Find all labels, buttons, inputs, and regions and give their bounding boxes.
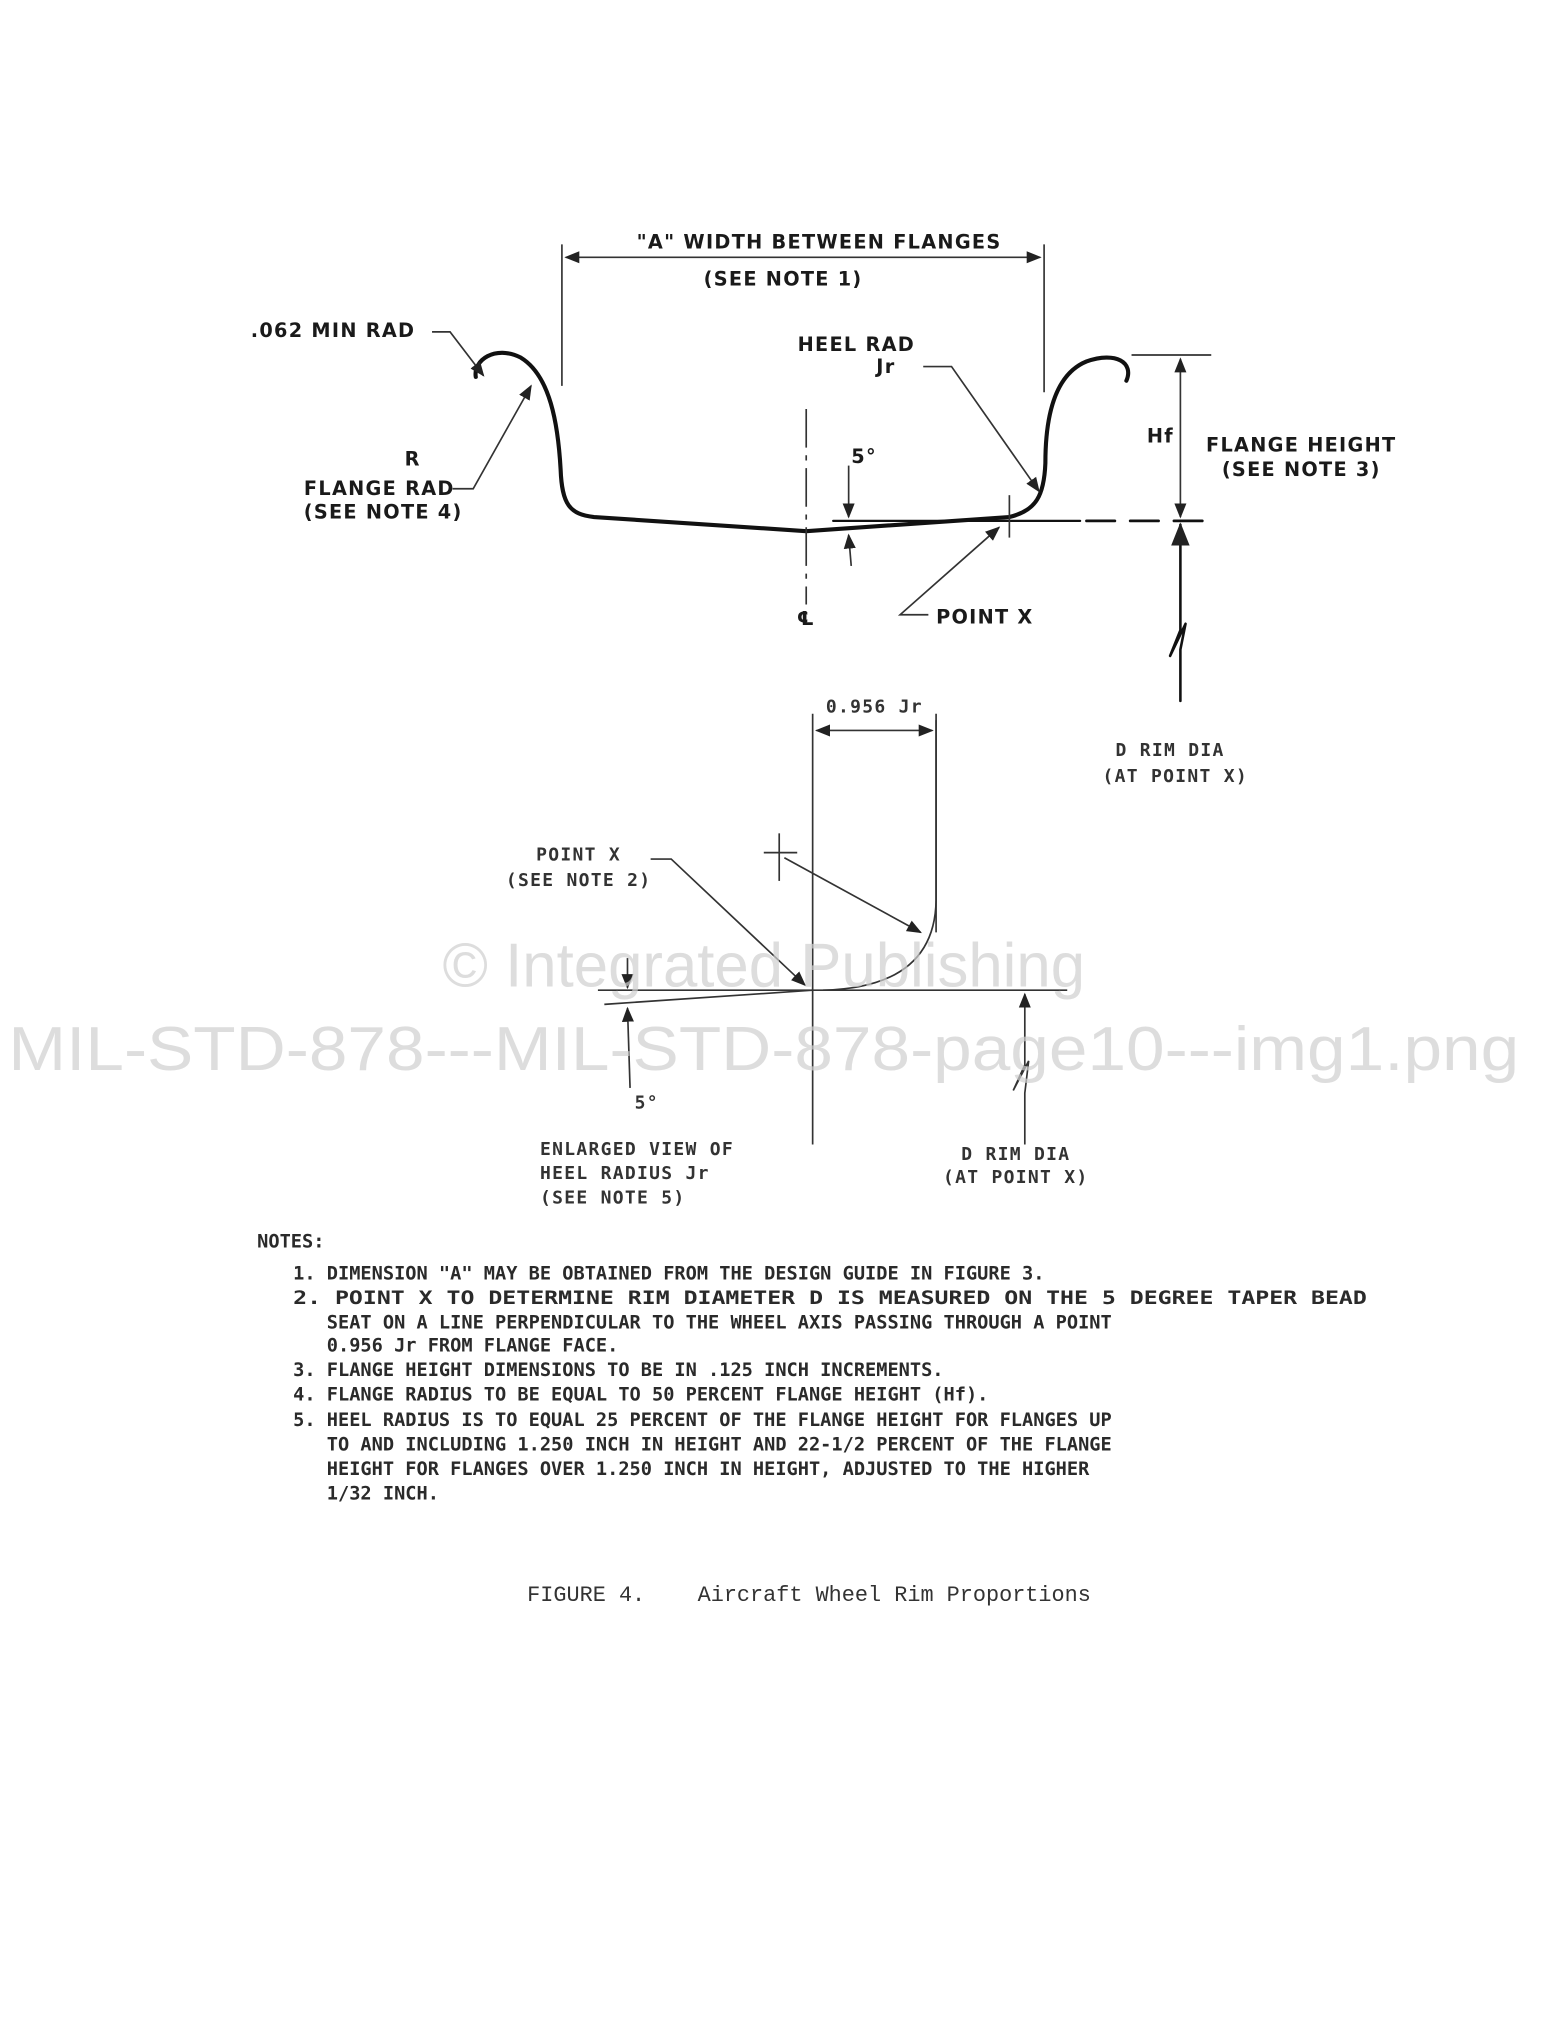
flange-rad-label: FLANGE RAD [304, 477, 455, 500]
width-label: "A" WIDTH BETWEEN FLANGES [637, 230, 1002, 253]
note-line: 1/32 INCH. [293, 1483, 439, 1504]
note-line: 2. POINT X TO DETERMINE RIM DIAMETER D I… [293, 1288, 1367, 1309]
flange-height-note: (SEE NOTE 3) [1222, 458, 1381, 481]
enlarged-dim-label: 0.956 Jr [826, 696, 923, 717]
angle-arrow-bottom [843, 533, 856, 566]
note-line: HEIGHT FOR FLANGES OVER 1.250 INCH IN HE… [293, 1459, 1090, 1480]
note-line: SEAT ON A LINE PERPENDICULAR TO THE WHEE… [293, 1312, 1112, 1333]
note-line: 0.956 Jr FROM FLANGE FACE. [293, 1336, 618, 1357]
heel-rad-leader [923, 365, 1040, 493]
point-x-leader [897, 526, 1001, 616]
note-line: TO AND INCLUDING 1.250 INCH IN HEIGHT AN… [293, 1435, 1112, 1456]
notes: NOTES: 1. DIMENSION "A" MAY BE OBTAINED … [257, 1231, 1367, 1504]
angle-label: 5° [851, 445, 877, 468]
min-rad-label: .062 MIN RAD [251, 319, 416, 342]
note-line: 1. DIMENSION "A" MAY BE OBTAINED FROM TH… [293, 1264, 1044, 1285]
min-rad-leader [432, 331, 485, 377]
point-x-label: POINT X [936, 606, 1033, 629]
notes-heading: NOTES: [257, 1231, 324, 1252]
enlarged-point-x-label: POINT X [536, 844, 621, 865]
enlarged-rim-dia-note: (AT POINT X) [943, 1167, 1088, 1188]
flange-rad-leader [452, 384, 532, 490]
r-label: R [405, 448, 421, 471]
radius-leader [783, 857, 922, 934]
rim-profile [473, 350, 1131, 534]
flange-height-label: FLANGE HEIGHT [1206, 433, 1396, 456]
note-line: 3. FLANGE HEIGHT DIMENSIONS TO BE IN .12… [293, 1360, 943, 1381]
rim-dia-note: (AT POINT X) [1103, 766, 1248, 787]
centerline-symbol: ℄ [797, 607, 816, 630]
watermark-line-2: MIL-STD-878---MIL-STD-878-page10---img1.… [8, 1015, 1519, 1084]
rim-dia-label: D RIM DIA [1116, 740, 1225, 761]
enlarged-view: 0.956 Jr POINT X (SEE NOTE 2) 5° ENLARGE… [506, 696, 1088, 1209]
note-line: 5. HEEL RADIUS IS TO EQUAL 25 PERCENT OF… [293, 1410, 1112, 1431]
taper-line [604, 989, 813, 1006]
enlarged-rim-dia-label: D RIM DIA [961, 1144, 1070, 1165]
main-view: "A" WIDTH BETWEEN FLANGES (SEE NOTE 1) .… [251, 230, 1396, 787]
width-note: (SEE NOTE 1) [704, 268, 863, 291]
enlarged-title-1: ENLARGED VIEW OF [540, 1139, 734, 1160]
figure-caption: FIGURE 4. Aircraft Wheel Rim Proportions [527, 1583, 1091, 1608]
watermark-line-1: © Integrated Publishing [443, 931, 1086, 1000]
enlarged-point-x-note: (SEE NOTE 2) [506, 870, 651, 891]
heel-rad-symbol: Jr [874, 355, 895, 378]
heel-radius-arc [822, 720, 937, 992]
enlarged-title-2: HEEL RADIUS Jr [540, 1163, 710, 1184]
flange-rad-note: (SEE NOTE 4) [304, 500, 463, 523]
enlarged-point-x-leader [650, 858, 807, 987]
enlarged-title-3: (SEE NOTE 5) [540, 1188, 685, 1209]
hf-label: Hf [1147, 424, 1174, 447]
note-line: 4. FLANGE RADIUS TO BE EQUAL TO 50 PERCE… [293, 1384, 988, 1405]
enlarged-angle-arrow-bottom [621, 1006, 634, 1088]
heel-rad-label: HEEL RAD [798, 333, 915, 356]
rim-dia-break-line [1168, 522, 1190, 703]
enlarged-rim-dia-break-line [1012, 992, 1031, 1145]
enlarged-angle-label: 5° [635, 1093, 659, 1114]
